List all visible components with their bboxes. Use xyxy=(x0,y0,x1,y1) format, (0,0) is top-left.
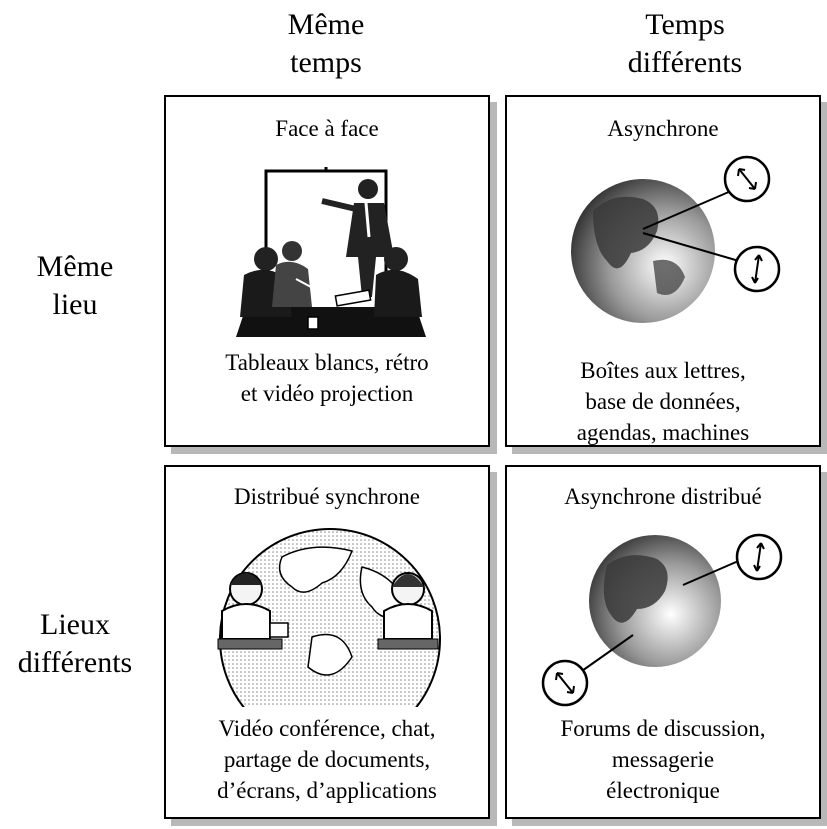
cell-distributed-synchronous: Distribué synchrone Vidéo conférence, ch… xyxy=(164,465,490,819)
cell-description-line: et vidéo projection xyxy=(240,381,414,406)
cell-description-line: électronique xyxy=(606,778,720,803)
cell-description: Tableaux blancs, rétro et vidéo projecti… xyxy=(166,347,488,409)
cell-distributed-asynchronous: Asynchrone distribué Forums de discussio… xyxy=(505,465,821,819)
column-header-line: Temps xyxy=(645,8,725,41)
cell-description-line: d’écrans, d’applications xyxy=(217,778,437,803)
cell-title: Asynchrone xyxy=(607,116,719,141)
cell-title: Asynchrone distribué xyxy=(564,484,762,509)
globe-distributed-clocks-icon xyxy=(541,533,783,707)
cell-description-line: Forums de discussion, xyxy=(560,716,766,741)
row-label-line: différents xyxy=(17,646,133,679)
cell-description-line: Boîtes aux lettres, xyxy=(580,358,746,383)
cell-description-line: Tableaux blancs, rétro xyxy=(225,350,429,375)
cell-description-line: agendas, machines xyxy=(576,420,750,445)
cell-description-line: messagerie xyxy=(611,747,715,772)
column-header-same-time: Même temps xyxy=(196,6,456,82)
cell-asynchronous: Asynchrone Boîtes aux lettres, base de d… xyxy=(505,95,821,447)
row-label-line: Lieux xyxy=(40,608,110,641)
cell-title: Face à face xyxy=(275,116,379,141)
cell-description: Forums de discussion, messagerie électro… xyxy=(507,713,819,806)
meeting-presentation-icon xyxy=(236,167,426,337)
cell-description-line: base de données, xyxy=(585,389,741,414)
globe-clocks-icon xyxy=(571,155,781,323)
row-label-different-places: Lieux différents xyxy=(0,606,150,682)
row-label-same-place: Même lieu xyxy=(0,248,150,324)
globe-people-icon xyxy=(217,528,441,707)
cell-description-line: partage de documents, xyxy=(223,747,431,772)
column-header-line: Même xyxy=(287,8,365,41)
cell-description: Vidéo conférence, chat, partage de docum… xyxy=(166,713,488,806)
cell-face-to-face: Face à face Tableaux blancs, rétro et vi… xyxy=(164,95,490,447)
row-label-line: lieu xyxy=(52,288,98,321)
cell-description: Boîtes aux lettres, base de données, age… xyxy=(507,355,819,448)
cell-description-line: Vidéo conférence, chat, xyxy=(218,716,436,741)
row-label-line: Même xyxy=(36,250,114,283)
cell-title: Distribué synchrone xyxy=(234,484,420,509)
column-header-different-times: Temps différents xyxy=(555,6,815,82)
column-header-line: différents xyxy=(627,46,743,79)
column-header-line: temps xyxy=(290,46,362,79)
